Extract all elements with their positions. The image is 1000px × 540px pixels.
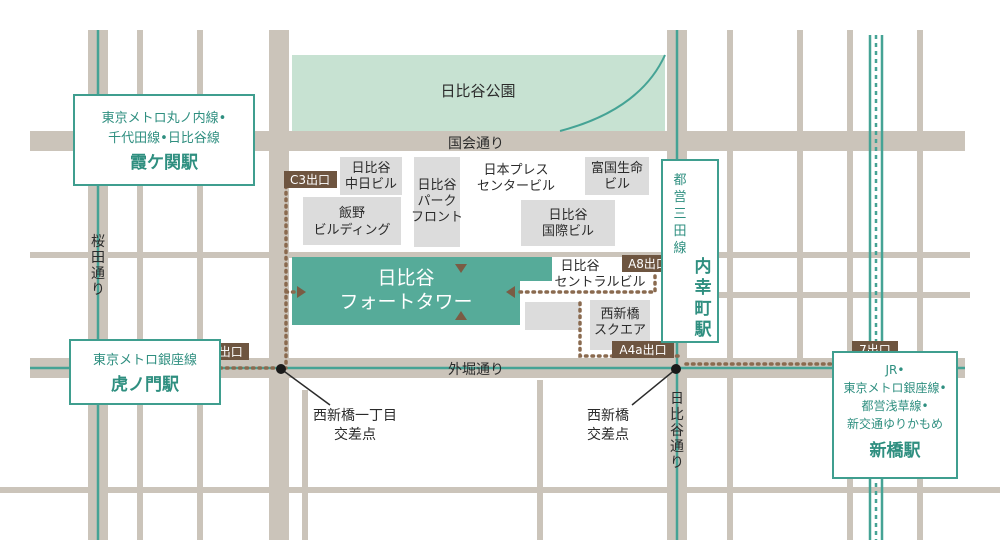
exit-c3: C3出口: [284, 171, 337, 188]
svg-text:JR•: JR•: [885, 363, 905, 377]
svg-text:新交通ゆりかもめ: 新交通ゆりかもめ: [847, 416, 943, 431]
svg-text:日比谷: 日比谷: [377, 267, 434, 289]
svg-text:営: 営: [673, 190, 686, 205]
entrance-arrow-icon: [455, 311, 467, 320]
svg-text:通: 通: [670, 439, 684, 455]
station-kasumigaseki: 東京メトロ丸ノ内線• 千代田線•日比谷線 霞ケ関駅: [73, 94, 255, 186]
svg-text:日比谷: 日比谷: [351, 161, 390, 176]
svg-text:飯野: 飯野: [339, 206, 365, 221]
building-fukoku-seimei: 富国生命 ビル: [585, 157, 649, 195]
svg-text:中日ビル: 中日ビル: [345, 177, 397, 192]
svg-text:A8出口: A8出口: [628, 257, 668, 271]
intersection-nishishinbashi-label: 西新橋: [587, 408, 629, 424]
svg-text:り: り: [670, 455, 684, 471]
svg-text:フロント: フロント: [411, 210, 463, 225]
svg-text:比: 比: [670, 407, 684, 423]
svg-text:西新橋: 西新橋: [600, 306, 639, 322]
svg-text:ビルディング: ビルディング: [313, 222, 390, 238]
svg-text:虎ノ門駅: 虎ノ門駅: [111, 375, 180, 395]
exit-a4a: A4a出口: [612, 341, 674, 358]
station-uchisaiwaicho: 都 営 三 田 線 内 幸 町 駅: [661, 159, 719, 343]
svg-text:東京メトロ銀座線: 東京メトロ銀座線: [93, 352, 197, 368]
entrance-arrow-icon: [297, 286, 306, 298]
svg-text:田: 田: [91, 250, 105, 266]
svg-text:田: 田: [673, 224, 686, 239]
entrance-arrow-icon: [455, 264, 467, 273]
svg-text:C3出口: C3出口: [290, 173, 330, 187]
entrance-arrow-icon: [506, 286, 515, 298]
svg-text:三: 三: [673, 207, 686, 222]
building-hibiya-chunichi: 日比谷 中日ビル: [340, 157, 402, 195]
svg-text:A4a出口: A4a出口: [619, 343, 666, 357]
svg-text:都: 都: [673, 173, 686, 188]
building-block-small: [525, 302, 580, 330]
intersection-dot: [276, 364, 286, 374]
building-nihon-press-center: 日本プレス センタービル: [477, 163, 555, 194]
intersection-nishishinbashi-1-label: 西新橋一丁目: [313, 408, 397, 424]
svg-text:内: 内: [695, 256, 712, 277]
svg-text:東京メトロ丸ノ内線•: 東京メトロ丸ノ内線•: [102, 110, 227, 126]
building-hibiya-park-front: 日比谷 パーク フロント: [411, 157, 463, 247]
intersections: 西新橋一丁目 交差点 西新橋 交差点: [276, 364, 681, 443]
building-hibiya-kokusai: 日比谷 国際ビル: [521, 200, 615, 246]
svg-text:霞ケ関駅: 霞ケ関駅: [130, 153, 199, 173]
kokkai-dori-label: 国会通り: [448, 136, 504, 152]
svg-text:都営浅草線•: 都営浅草線•: [861, 398, 928, 413]
svg-text:交差点: 交差点: [587, 426, 629, 443]
svg-text:線: 線: [673, 240, 686, 256]
svg-text:富国生命: 富国生命: [591, 160, 643, 176]
svg-text:フォートタワー: フォートタワー: [339, 291, 472, 313]
svg-text:り: り: [91, 282, 105, 298]
svg-text:幸: 幸: [695, 277, 712, 298]
svg-text:センタービル: センタービル: [477, 179, 555, 194]
svg-text:日比谷: 日比谷: [417, 178, 456, 193]
sakurada-dori-label: 桜 田 通 り: [91, 234, 105, 298]
svg-text:桜: 桜: [91, 234, 105, 250]
svg-text:通: 通: [91, 266, 105, 282]
sotobori-dori-label: 外堀通り: [448, 362, 504, 378]
svg-text:ビル: ビル: [604, 177, 630, 192]
svg-text:日比谷: 日比谷: [548, 208, 587, 223]
svg-text:日: 日: [670, 391, 684, 407]
intersection-dot: [671, 364, 681, 374]
svg-text:日本プレス: 日本プレス: [483, 163, 548, 178]
svg-text:町: 町: [695, 299, 712, 319]
hibiya-dori-label: 日 比 谷 通 り: [670, 391, 684, 471]
svg-text:パーク: パーク: [417, 194, 456, 209]
station-toranomon: 東京メトロ銀座線 虎ノ門駅: [69, 339, 221, 405]
svg-text:日比谷: 日比谷: [560, 259, 599, 274]
svg-text:新橋駅: 新橋駅: [870, 440, 922, 461]
building-iino: 飯野 ビルディング: [303, 197, 401, 245]
svg-text:交差点: 交差点: [334, 426, 376, 443]
svg-text:千代田線•日比谷線: 千代田線•日比谷線: [108, 130, 220, 146]
svg-text:セントラルビル: セントラルビル: [554, 275, 645, 290]
buildings: 日比谷 中日ビル 日比谷 パーク フロント 日本プレス センタービル 富国生命 …: [303, 157, 652, 350]
svg-text:国際ビル: 国際ビル: [542, 224, 594, 239]
svg-text:駅: 駅: [694, 320, 713, 340]
hibiya-fort-tower: 日比谷 フォートタワー: [292, 257, 552, 325]
svg-text:東京メトロ銀座線•: 東京メトロ銀座線•: [843, 380, 946, 395]
park-label: 日比谷公園: [440, 82, 515, 100]
station-shinbashi: JR• 東京メトロ銀座線• 都営浅草線• 新交通ゆりかもめ 新橋駅: [832, 351, 958, 479]
building-hibiya-central: 日比谷 セントラルビル: [552, 257, 652, 291]
hibiya-park: 日比谷公園: [292, 54, 666, 132]
svg-text:谷: 谷: [670, 423, 684, 439]
svg-text:スクエア: スクエア: [594, 323, 646, 338]
